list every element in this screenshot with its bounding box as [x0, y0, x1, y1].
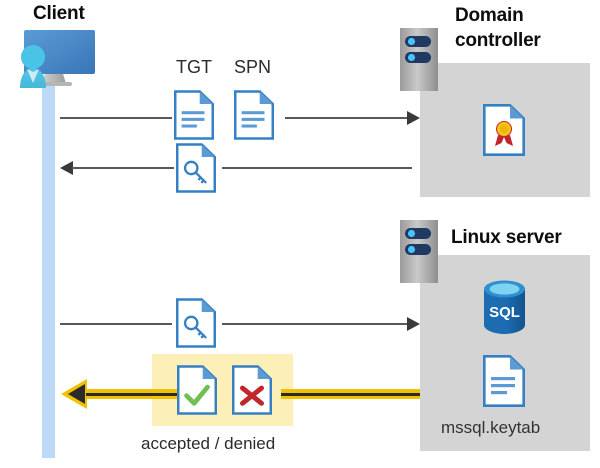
flow-2-line-left — [72, 167, 174, 169]
flow-2-arrowhead-left — [60, 161, 73, 175]
sql-database-icon: SQL — [481, 279, 528, 335]
page-title-linux-server: Linux server — [451, 227, 562, 248]
flow-4-arrowhead-left-inner — [68, 384, 85, 404]
server-rack-icon-dc — [400, 28, 438, 91]
flow-1-line-right — [285, 117, 408, 119]
denied-document-icon — [232, 365, 272, 415]
flow-1-line-left — [60, 117, 172, 119]
tgt-label: TGT — [176, 57, 212, 77]
spn-label: SPN — [234, 57, 272, 77]
flow-3-line-left — [60, 323, 172, 325]
client-lifeline — [42, 82, 55, 458]
page-title-client: Client — [33, 3, 85, 24]
ticket-key-document-icon-1 — [176, 143, 216, 193]
accepted-document-icon — [177, 365, 217, 415]
accepted-denied-label: accepted / denied — [141, 434, 276, 453]
svg-text:SQL: SQL — [489, 304, 520, 321]
flow-3-arrowhead-right — [407, 317, 420, 331]
page-title-domain-controller-line2: controller — [455, 30, 541, 51]
flow-4-line-left-core — [86, 392, 178, 396]
flow-4-line-right-core — [281, 392, 420, 396]
flow-2-line-right — [222, 167, 412, 169]
flow-3-line-right — [222, 323, 408, 325]
spn-document-icon — [234, 90, 274, 140]
page-title-domain-controller-line1: Domain — [455, 5, 524, 26]
ticket-key-document-icon-2 — [176, 298, 216, 348]
keytab-document-icon — [483, 355, 525, 407]
server-rack-icon-linux — [400, 220, 438, 283]
flow-1-arrowhead-right — [407, 111, 420, 125]
client-icon — [6, 26, 98, 92]
tgt-document-icon — [174, 90, 214, 140]
certificate-document-icon — [483, 104, 525, 156]
keytab-filename-label: mssql.keytab — [441, 418, 541, 437]
